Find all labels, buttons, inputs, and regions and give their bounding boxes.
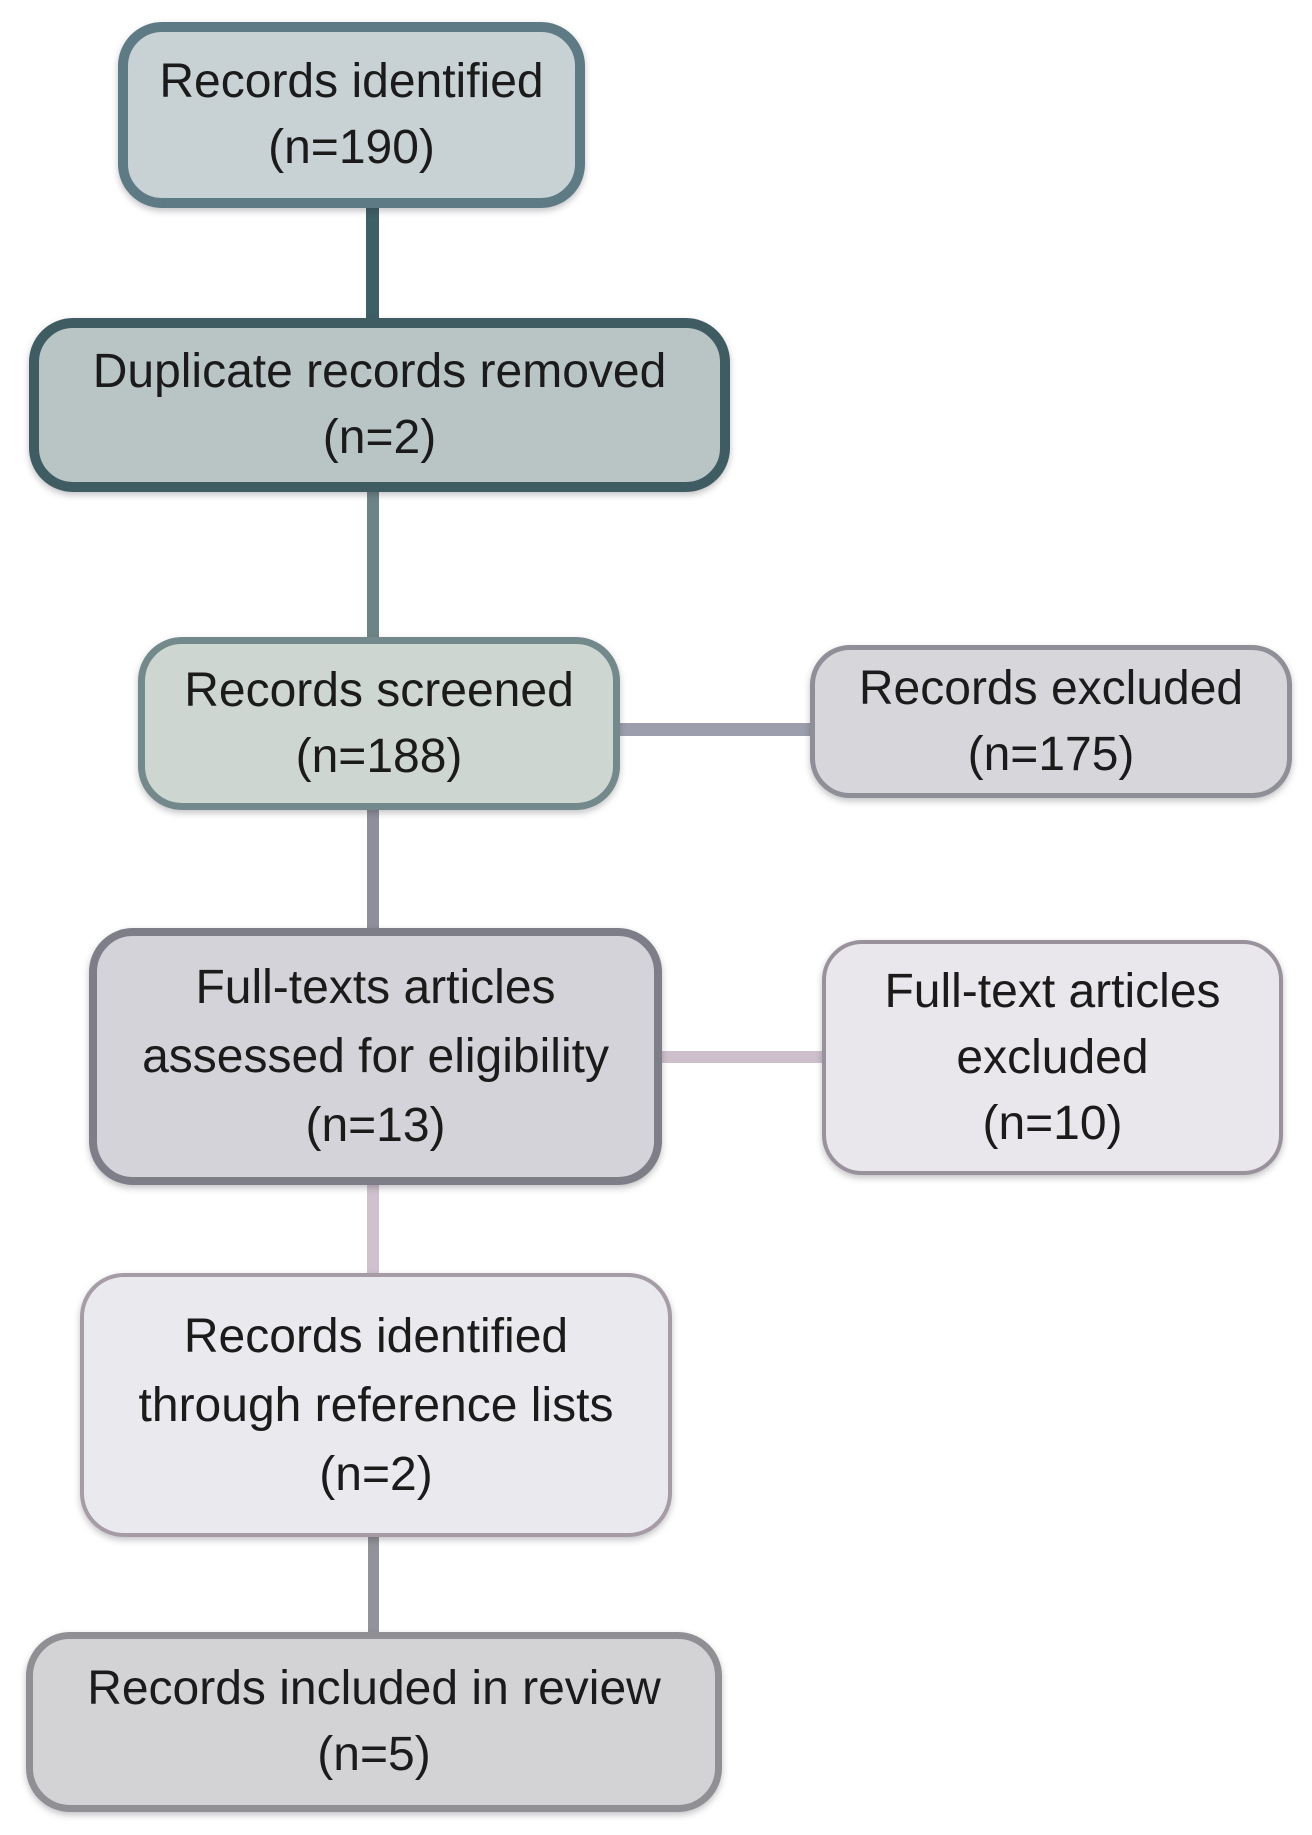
box-line: Records included in review bbox=[87, 1662, 661, 1715]
flow-box-records-identified: Records identified (n=190) bbox=[118, 22, 585, 208]
box-count: (n=2) bbox=[319, 1447, 433, 1501]
connector-identified-to-duplicates bbox=[366, 198, 379, 328]
flow-box-records-excluded: Records excluded (n=175) bbox=[810, 645, 1292, 798]
flow-box-records-screened: Records screened (n=188) bbox=[138, 637, 620, 810]
box-line: Records screened bbox=[184, 663, 574, 717]
box-line: Full-text articles bbox=[884, 964, 1221, 1018]
connector-duplicates-to-screened bbox=[367, 486, 379, 644]
box-line: Records identified bbox=[183, 1309, 569, 1363]
connector-screened-to-assessed bbox=[367, 804, 379, 934]
flow-box-records-included: Records included in review (n=5) bbox=[26, 1632, 722, 1812]
box-line: Records excluded bbox=[858, 661, 1244, 715]
box-count: (n=190) bbox=[268, 121, 435, 174]
box-count: (n=13) bbox=[305, 1099, 446, 1152]
flow-box-duplicate-records-removed: Duplicate records removed (n=2) bbox=[29, 318, 730, 492]
connector-assessed-to-ft-excluded bbox=[660, 1051, 824, 1063]
box-line: excluded bbox=[956, 1030, 1149, 1084]
box-count: (n=2) bbox=[322, 411, 437, 464]
box-count: (n=10) bbox=[982, 1096, 1123, 1150]
box-line: Full-texts articles bbox=[195, 961, 556, 1014]
connector-assessed-to-reflists bbox=[367, 1183, 379, 1279]
connector-reflists-to-included bbox=[368, 1534, 379, 1636]
box-line: through reference lists bbox=[138, 1378, 614, 1432]
flow-box-fulltext-excluded: Full-text articles excluded (n=10) bbox=[822, 940, 1283, 1175]
box-count: (n=5) bbox=[317, 1728, 431, 1781]
box-line: Records identified bbox=[159, 55, 544, 108]
box-count: (n=188) bbox=[295, 729, 463, 783]
box-line: assessed for eligibility bbox=[142, 1030, 609, 1083]
flow-box-fulltext-assessed: Full-texts articles assessed for eligibi… bbox=[89, 928, 662, 1185]
box-line: Duplicate records removed bbox=[92, 345, 667, 398]
connector-screened-to-excluded bbox=[618, 723, 814, 736]
flow-box-reference-list-records: Records identified through reference lis… bbox=[80, 1273, 672, 1537]
box-count: (n=175) bbox=[967, 727, 1135, 781]
